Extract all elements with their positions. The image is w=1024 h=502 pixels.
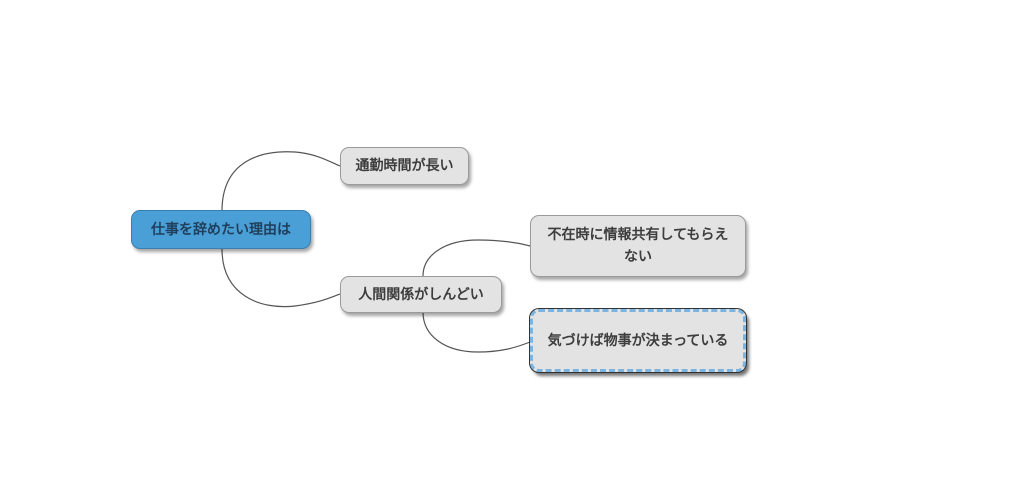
topic-relationships-label: 人間関係がしんどい <box>358 286 484 303</box>
topic-info-not-shared[interactable]: 不在時に情報共有してもらえない <box>530 215 746 277</box>
root-topic[interactable]: 仕事を辞めたい理由は <box>131 210 311 249</box>
topic-commute-time[interactable]: 通勤時間が長い <box>340 147 469 185</box>
connector-root-to-commute <box>221 151 341 212</box>
topic-commute-time-label: 通勤時間が長い <box>355 158 454 174</box>
connector-root-to-relations <box>221 248 341 308</box>
root-topic-label: 仕事を辞めたい理由は <box>151 221 291 238</box>
connector-relations-to-decided <box>422 311 531 353</box>
topic-decided-already[interactable]: 気づけば物事が決まっている <box>530 309 746 372</box>
topic-decided-already-label: 気づけば物事が決まっている <box>547 332 729 349</box>
topic-relationships[interactable]: 人間関係がしんどい <box>340 276 502 313</box>
topic-info-not-shared-label: 不在時に情報共有してもらえない <box>547 227 729 265</box>
connector-relations-to-info-sharing <box>422 239 531 277</box>
